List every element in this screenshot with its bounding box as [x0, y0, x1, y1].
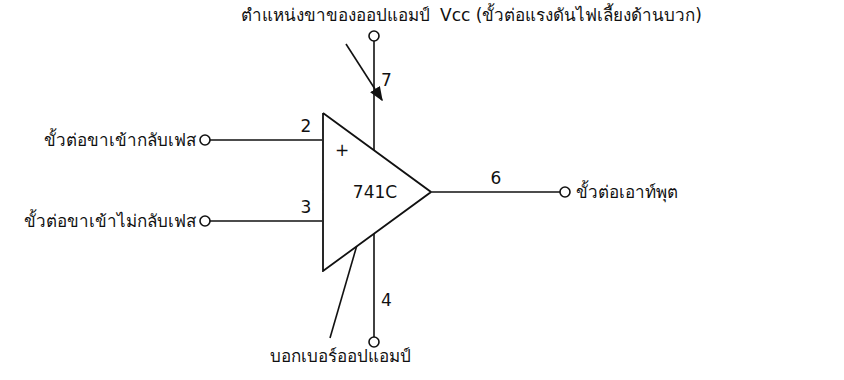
callout-text: บอกเบอร์ออปแอมป์ [270, 346, 411, 366]
inverting-input-wire [210, 139, 322, 141]
callout-text: ตำแหน่งขาของออปแอมป์ [241, 5, 430, 25]
terminal-name: ขั้วต่อขาเข้าไม่กลับเฟส [24, 211, 196, 231]
terminal [200, 135, 210, 145]
vcc-wire [373, 41, 375, 150]
pin-number: 2 [301, 116, 312, 136]
output-wire [432, 191, 560, 193]
pin-number: 7 [381, 70, 392, 90]
terminal [369, 31, 379, 41]
terminal-name: Vcc (ขั้วต่อแรงดันไฟเลี้ยงด้านบวก) [440, 5, 702, 25]
opamp-triangle: +741C [322, 112, 432, 272]
pin-number: 4 [381, 290, 392, 310]
terminal [200, 216, 210, 226]
triangle-shape [323, 113, 431, 271]
terminal [369, 337, 379, 347]
part-number: 741C [353, 182, 397, 202]
terminal-name: ขั้วต่อขาเข้ากลับเฟส [44, 130, 196, 150]
terminal-name: ขั้วต่อเอาท์พุต [576, 182, 678, 202]
leader-arrow [346, 44, 382, 100]
terminal [560, 187, 570, 197]
pin4-wire [373, 233, 375, 337]
pin-number: 6 [491, 168, 502, 188]
noninverting-input-wire [210, 220, 322, 222]
polarity-sign: + [335, 140, 349, 160]
pin-number: 3 [301, 197, 312, 217]
